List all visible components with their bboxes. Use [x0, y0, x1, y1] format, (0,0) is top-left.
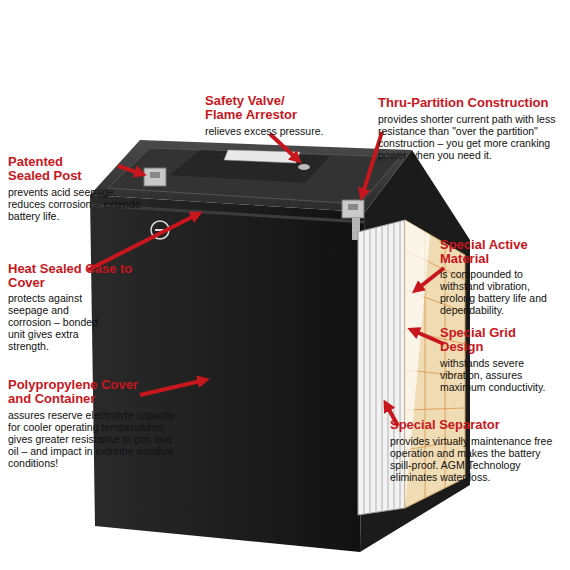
leader-arrow — [416, 268, 444, 290]
safety-valve — [298, 164, 310, 170]
lid-recess — [170, 150, 330, 183]
callout-heading: Safety Valve/ Flame Arrestor — [205, 94, 315, 122]
callout-text: provides virtually maintenance free oper… — [390, 435, 565, 483]
callout-text: withstands severe vibration, assures max… — [440, 357, 565, 393]
callout-heading: Polypropylene Cover and Container — [8, 378, 158, 406]
battery-body — [90, 140, 470, 552]
callout-heading: Special Grid Design — [440, 326, 540, 354]
leader-arrow — [270, 134, 298, 160]
callout-heading: Special Separator — [390, 418, 560, 432]
leader-arrow — [412, 330, 444, 344]
callout-text: provides shorter current path with less … — [378, 113, 568, 161]
lid-rim — [108, 148, 400, 204]
callout-heading: Thru-Partition Construction — [378, 96, 570, 110]
callout-text: is compounded to withstand vibration, pr… — [440, 268, 565, 316]
callout-text: protects against seepage and corrosion –… — [8, 292, 113, 352]
leader-arrow — [140, 380, 205, 395]
leader-arrow — [118, 166, 142, 174]
callout-text: prevents acid seepage, reduces corrosion… — [8, 186, 148, 222]
callout-heading: Patented Sealed Post — [8, 155, 103, 183]
callout-text: assures reserve electrolyte capacity for… — [8, 409, 178, 469]
callout-heading: Special Active Material — [440, 238, 552, 266]
terminal-left — [144, 168, 166, 186]
callout-text: relieves excess pressure. — [205, 125, 355, 137]
leader-arrows — [88, 132, 444, 426]
callout-heading: Heat Sealed Case to Cover — [8, 262, 133, 290]
